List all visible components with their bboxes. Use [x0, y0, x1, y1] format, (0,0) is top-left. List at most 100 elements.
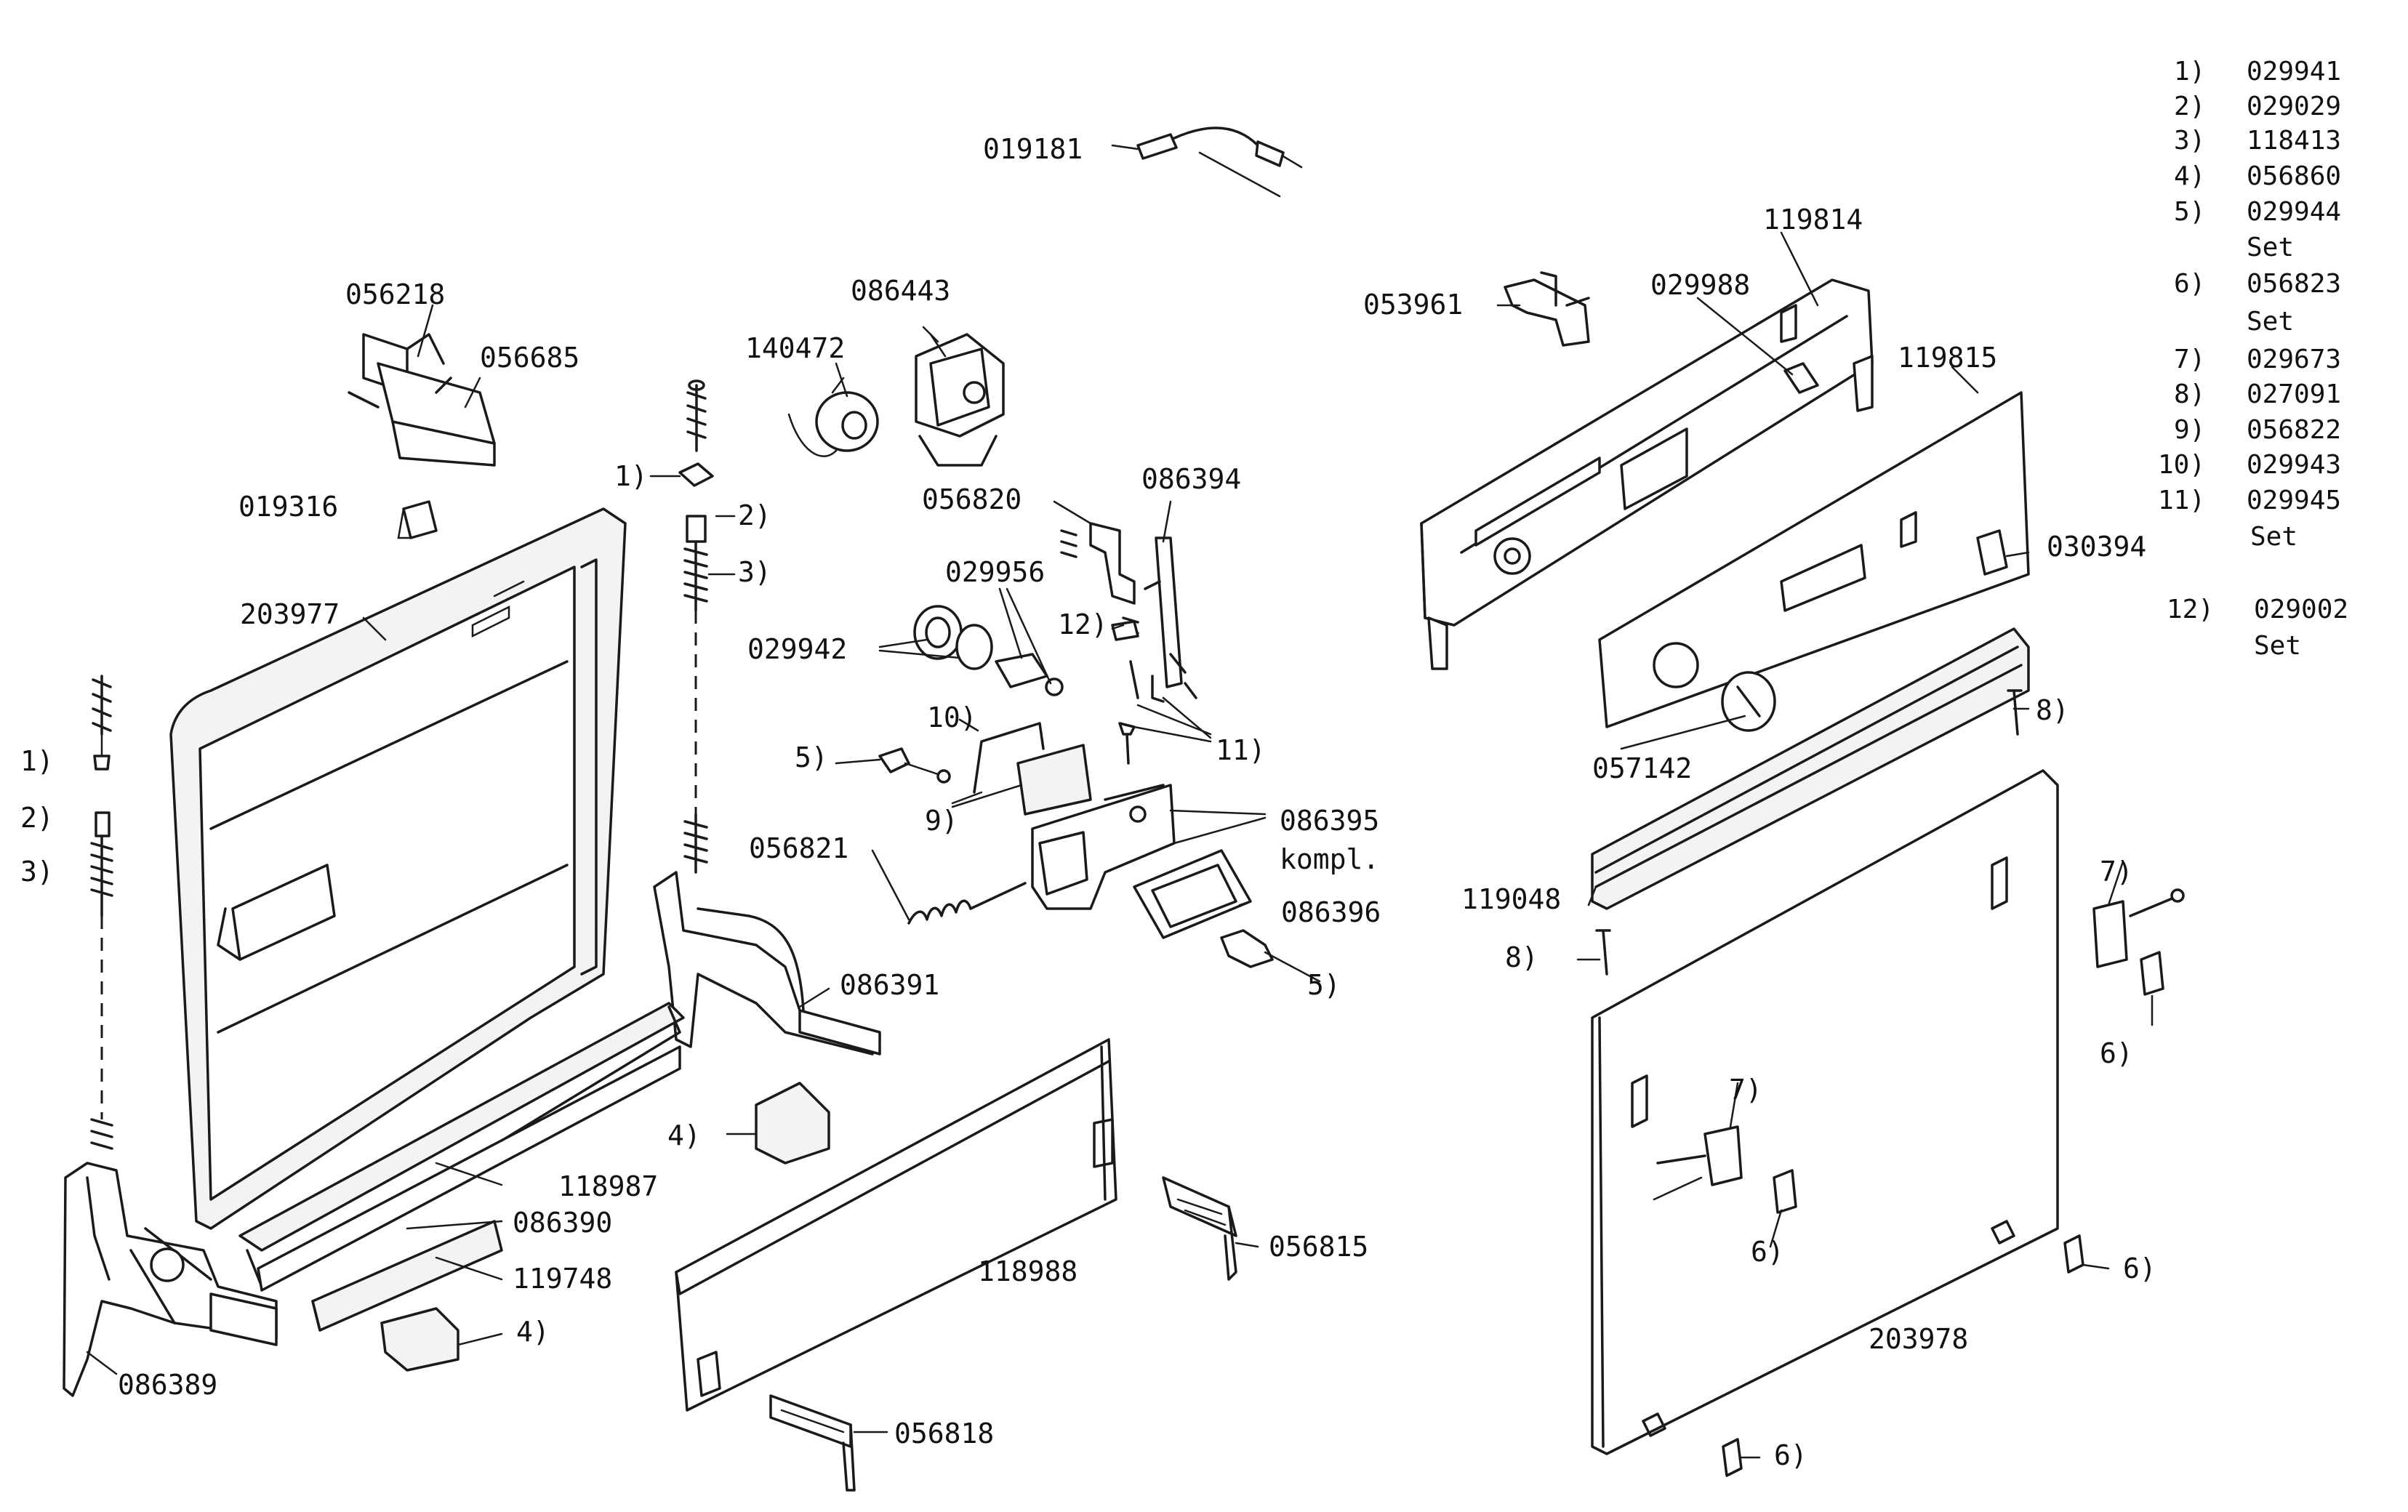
callout-1-center: 1) [614, 460, 648, 492]
label-057142: 057142 [1592, 752, 1692, 784]
label-119814: 119814 [1763, 204, 1863, 236]
part-8-screw-upper [2007, 689, 2023, 736]
legend-num-5: 5) [2174, 197, 2205, 227]
part-086395-housing [1031, 784, 1176, 910]
callout-1-left: 1) [20, 745, 54, 777]
label-203978: 203978 [1869, 1323, 1968, 1355]
callout-3-center: 3) [738, 556, 771, 588]
part-9-cover [1016, 744, 1092, 816]
legend-part-11: 029945 [2247, 486, 2341, 515]
legend-part-3: 118413 [2247, 126, 2341, 156]
callout-12: 12) [1058, 608, 1108, 640]
part-119814-control-panel [1420, 278, 1874, 670]
callout-5-lower: 5) [1307, 969, 1341, 1001]
legend-num-2: 2) [2174, 92, 2205, 121]
callout-5-upper: 5) [795, 741, 828, 773]
callout-11: 11) [1216, 734, 1266, 766]
label-119048: 119048 [1461, 883, 1561, 915]
legend-num-8: 8) [2174, 379, 2205, 409]
label-118987: 118987 [558, 1170, 658, 1202]
callout-4-upper: 4) [667, 1119, 701, 1151]
callout-2-center: 2) [738, 499, 771, 531]
label-119748: 119748 [513, 1263, 612, 1295]
label-056815: 056815 [1269, 1231, 1368, 1263]
legend-part-10: 029943 [2247, 450, 2341, 480]
part-5-lever-lower [1220, 929, 1274, 968]
part-056218-056685-lock [348, 304, 496, 467]
part-118988-kick-plate [675, 1038, 1117, 1412]
part-086390-strip [257, 1045, 681, 1292]
part-203978-outer-door [1591, 769, 2059, 1455]
label-056218: 056218 [345, 278, 445, 310]
label-203977: 203977 [240, 598, 340, 630]
legend-part-4: 056860 [2247, 161, 2341, 191]
legend: 1) 029941 2) 029029 3) 118413 4) 056860 … [2158, 57, 2348, 661]
leader-lines [86, 144, 2154, 1459]
part-086391-bracket [653, 871, 881, 1055]
part-056820-bracket [1060, 522, 1139, 635]
label-119815: 119815 [1898, 342, 1997, 374]
part-029956-sensor [995, 653, 1064, 696]
legend-note-5: Set [2247, 233, 2294, 262]
legend-part-8: 027091 [2247, 379, 2341, 409]
callout-9: 9) [925, 805, 958, 837]
label-086395: 086395 [1280, 805, 1379, 837]
part-12-plate [1111, 620, 1139, 641]
legend-part-5: 029944 [2247, 197, 2341, 227]
legend-num-4: 4) [2174, 161, 2205, 191]
callout-3-left: 3) [20, 856, 54, 888]
part-086396-gasket [1133, 849, 1252, 939]
legend-num-11: 11) [2158, 486, 2205, 515]
part-056818-bracket [769, 1394, 856, 1492]
label-056685: 056685 [480, 342, 579, 374]
legend-num-7: 7) [2174, 345, 2205, 374]
part-053961-bracket [1504, 271, 1590, 347]
label-140472: 140472 [745, 332, 845, 364]
label-118988: 118988 [978, 1255, 1077, 1287]
legend-num-10: 10) [2158, 450, 2205, 480]
legend-part-9: 056822 [2247, 415, 2341, 445]
legend-note-6: Set [2247, 307, 2294, 337]
legend-part-1: 029941 [2247, 57, 2341, 87]
label-029942: 029942 [747, 633, 847, 665]
legend-num-12: 12) [2167, 595, 2214, 624]
part-10-wire-bracket [973, 722, 1045, 794]
callout-7-inner: 7) [1729, 1074, 1762, 1106]
callout-7-right: 7) [2100, 856, 2133, 888]
part-6-clip-right [2140, 951, 2164, 996]
callout-2-left: 2) [20, 802, 54, 834]
legend-num-9: 9) [2174, 415, 2205, 445]
callout-4-lower: 4) [516, 1316, 550, 1348]
legend-num-1: 1) [2174, 57, 2205, 87]
label-056818: 056818 [894, 1418, 994, 1449]
part-029988-clip [1783, 362, 1819, 394]
label-086443: 086443 [851, 275, 950, 307]
part-4-block-upper [755, 1082, 830, 1165]
part-029942-knob [913, 605, 993, 670]
legend-part-12: 029002 [2254, 595, 2348, 624]
part-7-hinge-right [2092, 888, 2185, 968]
part-030394-cap [1976, 529, 2008, 576]
part-6-clip-bottom-right [2063, 1234, 2084, 1274]
part-119048-strip [1591, 627, 2030, 910]
callout-8-upper: 8) [2036, 694, 2069, 726]
part-019316-clip [397, 500, 438, 539]
part-11-screws [1118, 660, 1165, 765]
callout-6-bottom: 6) [1774, 1439, 1807, 1471]
part-6-clip-bottom [1722, 1438, 1743, 1477]
label-029956: 029956 [945, 556, 1045, 588]
label-019316: 019316 [238, 491, 338, 523]
callout-8-lower: 8) [1505, 941, 1538, 973]
part-119815-front-panel [1598, 391, 2030, 728]
part-057142-knob [1721, 671, 1776, 732]
legend-num-3: 3) [2174, 126, 2205, 156]
label-030394: 030394 [2047, 531, 2146, 563]
legend-part-6: 056823 [2247, 269, 2341, 299]
legend-part-7: 029673 [2247, 345, 2341, 374]
label-019181: 019181 [983, 133, 1083, 165]
part-056815-bracket [1162, 1176, 1237, 1281]
label-053961: 053961 [1363, 289, 1463, 321]
part-119748-foam [311, 1220, 503, 1332]
part-8-screw-lower [1595, 929, 1611, 976]
